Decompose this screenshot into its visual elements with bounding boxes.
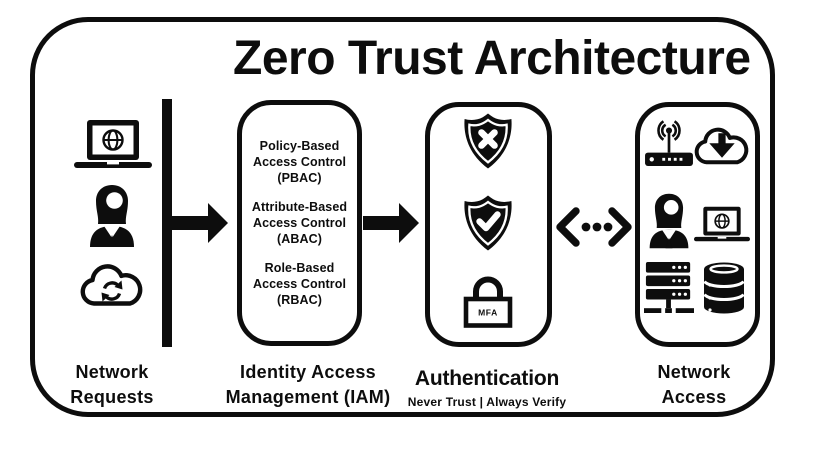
authentication-box: MFA xyxy=(425,102,552,347)
authentication-sublabel: Never Trust | Always Verify xyxy=(407,395,567,409)
flow-arrow-icon xyxy=(363,203,419,243)
mfa-label: MFA xyxy=(478,308,498,318)
trust-boundary-line xyxy=(162,99,172,347)
laptop-globe-icon xyxy=(74,120,152,168)
abac-item: Attribute-Based Access Control (ABAC) xyxy=(251,200,348,246)
user-icon xyxy=(649,193,689,249)
shield-deny-icon xyxy=(464,113,512,169)
rbac-item: Role-Based Access Control (RBAC) xyxy=(252,261,347,307)
mfa-lock-icon: MFA xyxy=(463,276,513,328)
wireless-router-icon xyxy=(645,120,693,166)
server-rack-icon xyxy=(644,262,694,313)
network-access-box xyxy=(635,102,760,347)
page-title: Zero Trust Architecture xyxy=(233,32,751,85)
authentication-label: Authentication xyxy=(414,367,560,390)
cloud-sync-icon xyxy=(80,264,143,306)
network-access-label: Network Access xyxy=(657,362,731,407)
bidirectional-dotted-arrow-icon xyxy=(556,207,632,247)
user-icon xyxy=(90,185,134,247)
iam-box: Policy-Based Access Control (PBAC) Attri… xyxy=(237,100,362,346)
network-requests-label: Network Requests xyxy=(70,362,154,407)
pbac-item: Policy-Based Access Control (PBAC) xyxy=(252,139,347,185)
iam-label: Identity Access Management (IAM) xyxy=(225,362,391,407)
database-icon xyxy=(703,262,745,314)
flow-arrow-icon xyxy=(172,203,228,243)
cloud-download-icon xyxy=(694,127,749,165)
laptop-globe-icon xyxy=(694,206,750,242)
shield-verify-icon xyxy=(464,195,512,251)
authentication-label-group: Authentication Never Trust | Always Veri… xyxy=(408,367,566,409)
